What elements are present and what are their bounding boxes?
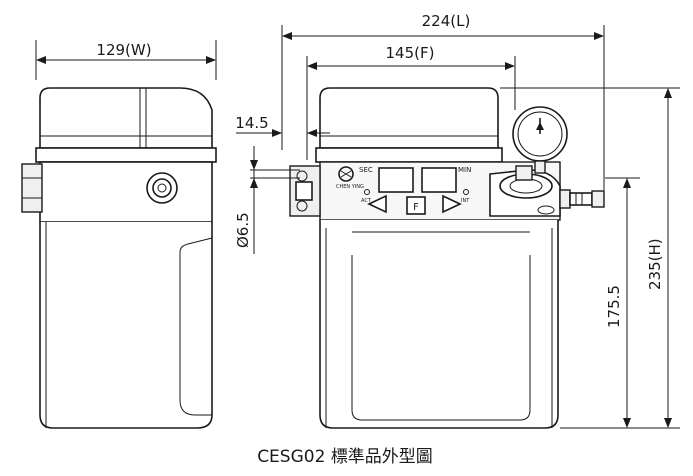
dimension-offset-label: 14.5	[235, 114, 268, 132]
brand-logo	[338, 166, 354, 182]
display-right	[421, 167, 457, 193]
drawing-caption: CESG02 標準品外型圖	[257, 447, 433, 467]
dimension-length-label: 224(L)	[422, 12, 471, 30]
panel-label-int: INT	[461, 198, 470, 204]
display-left	[378, 167, 414, 193]
act-indicator	[364, 189, 370, 195]
dimension-flange: 145(F)	[306, 44, 516, 160]
dimension-hole-label: Ø6.5	[234, 212, 252, 248]
dimension-height-label: 235(H)	[646, 238, 664, 290]
dimension-length: 224(L)	[281, 12, 605, 190]
panel-label-sec: SEC	[359, 166, 373, 174]
dimension-hole: Ø6.5	[234, 146, 300, 254]
decrease-button[interactable]	[367, 194, 387, 214]
f-button-label: F	[413, 202, 419, 213]
dimension-mount-height-label: 175.5	[605, 285, 623, 328]
front-view-lid	[319, 87, 499, 149]
side-view-bracket	[21, 163, 43, 213]
dimension-height: 235(H)	[500, 87, 680, 429]
side-view-lid	[39, 87, 213, 149]
front-view-bracket	[289, 165, 321, 217]
side-view-collar	[35, 147, 217, 163]
side-view-body	[39, 161, 213, 223]
side-view	[21, 87, 217, 429]
brand-label: CHEN YING	[336, 184, 364, 190]
side-view-tank	[39, 222, 213, 429]
f-button[interactable]	[406, 196, 426, 215]
panel-label-act: ACT	[361, 198, 372, 204]
side-view-fitting	[146, 172, 178, 204]
dimension-flange-label: 145(F)	[386, 44, 435, 62]
dimension-width-label: 129(W)	[96, 41, 151, 59]
panel-label-min: MIN	[458, 166, 471, 174]
front-view-collar	[315, 147, 503, 163]
front-view: CHEN YING SEC MIN ACT INT F	[289, 87, 605, 429]
int-indicator	[463, 189, 469, 195]
increase-button[interactable]	[442, 194, 462, 214]
dimension-width: 129(W)	[35, 40, 217, 80]
dimension-mount-height: 175.5	[605, 177, 640, 428]
pressure-gauge	[512, 106, 568, 174]
dimension-offset: 14.5	[235, 114, 330, 137]
front-view-tank	[319, 220, 559, 429]
outlet-fitting	[559, 189, 571, 209]
